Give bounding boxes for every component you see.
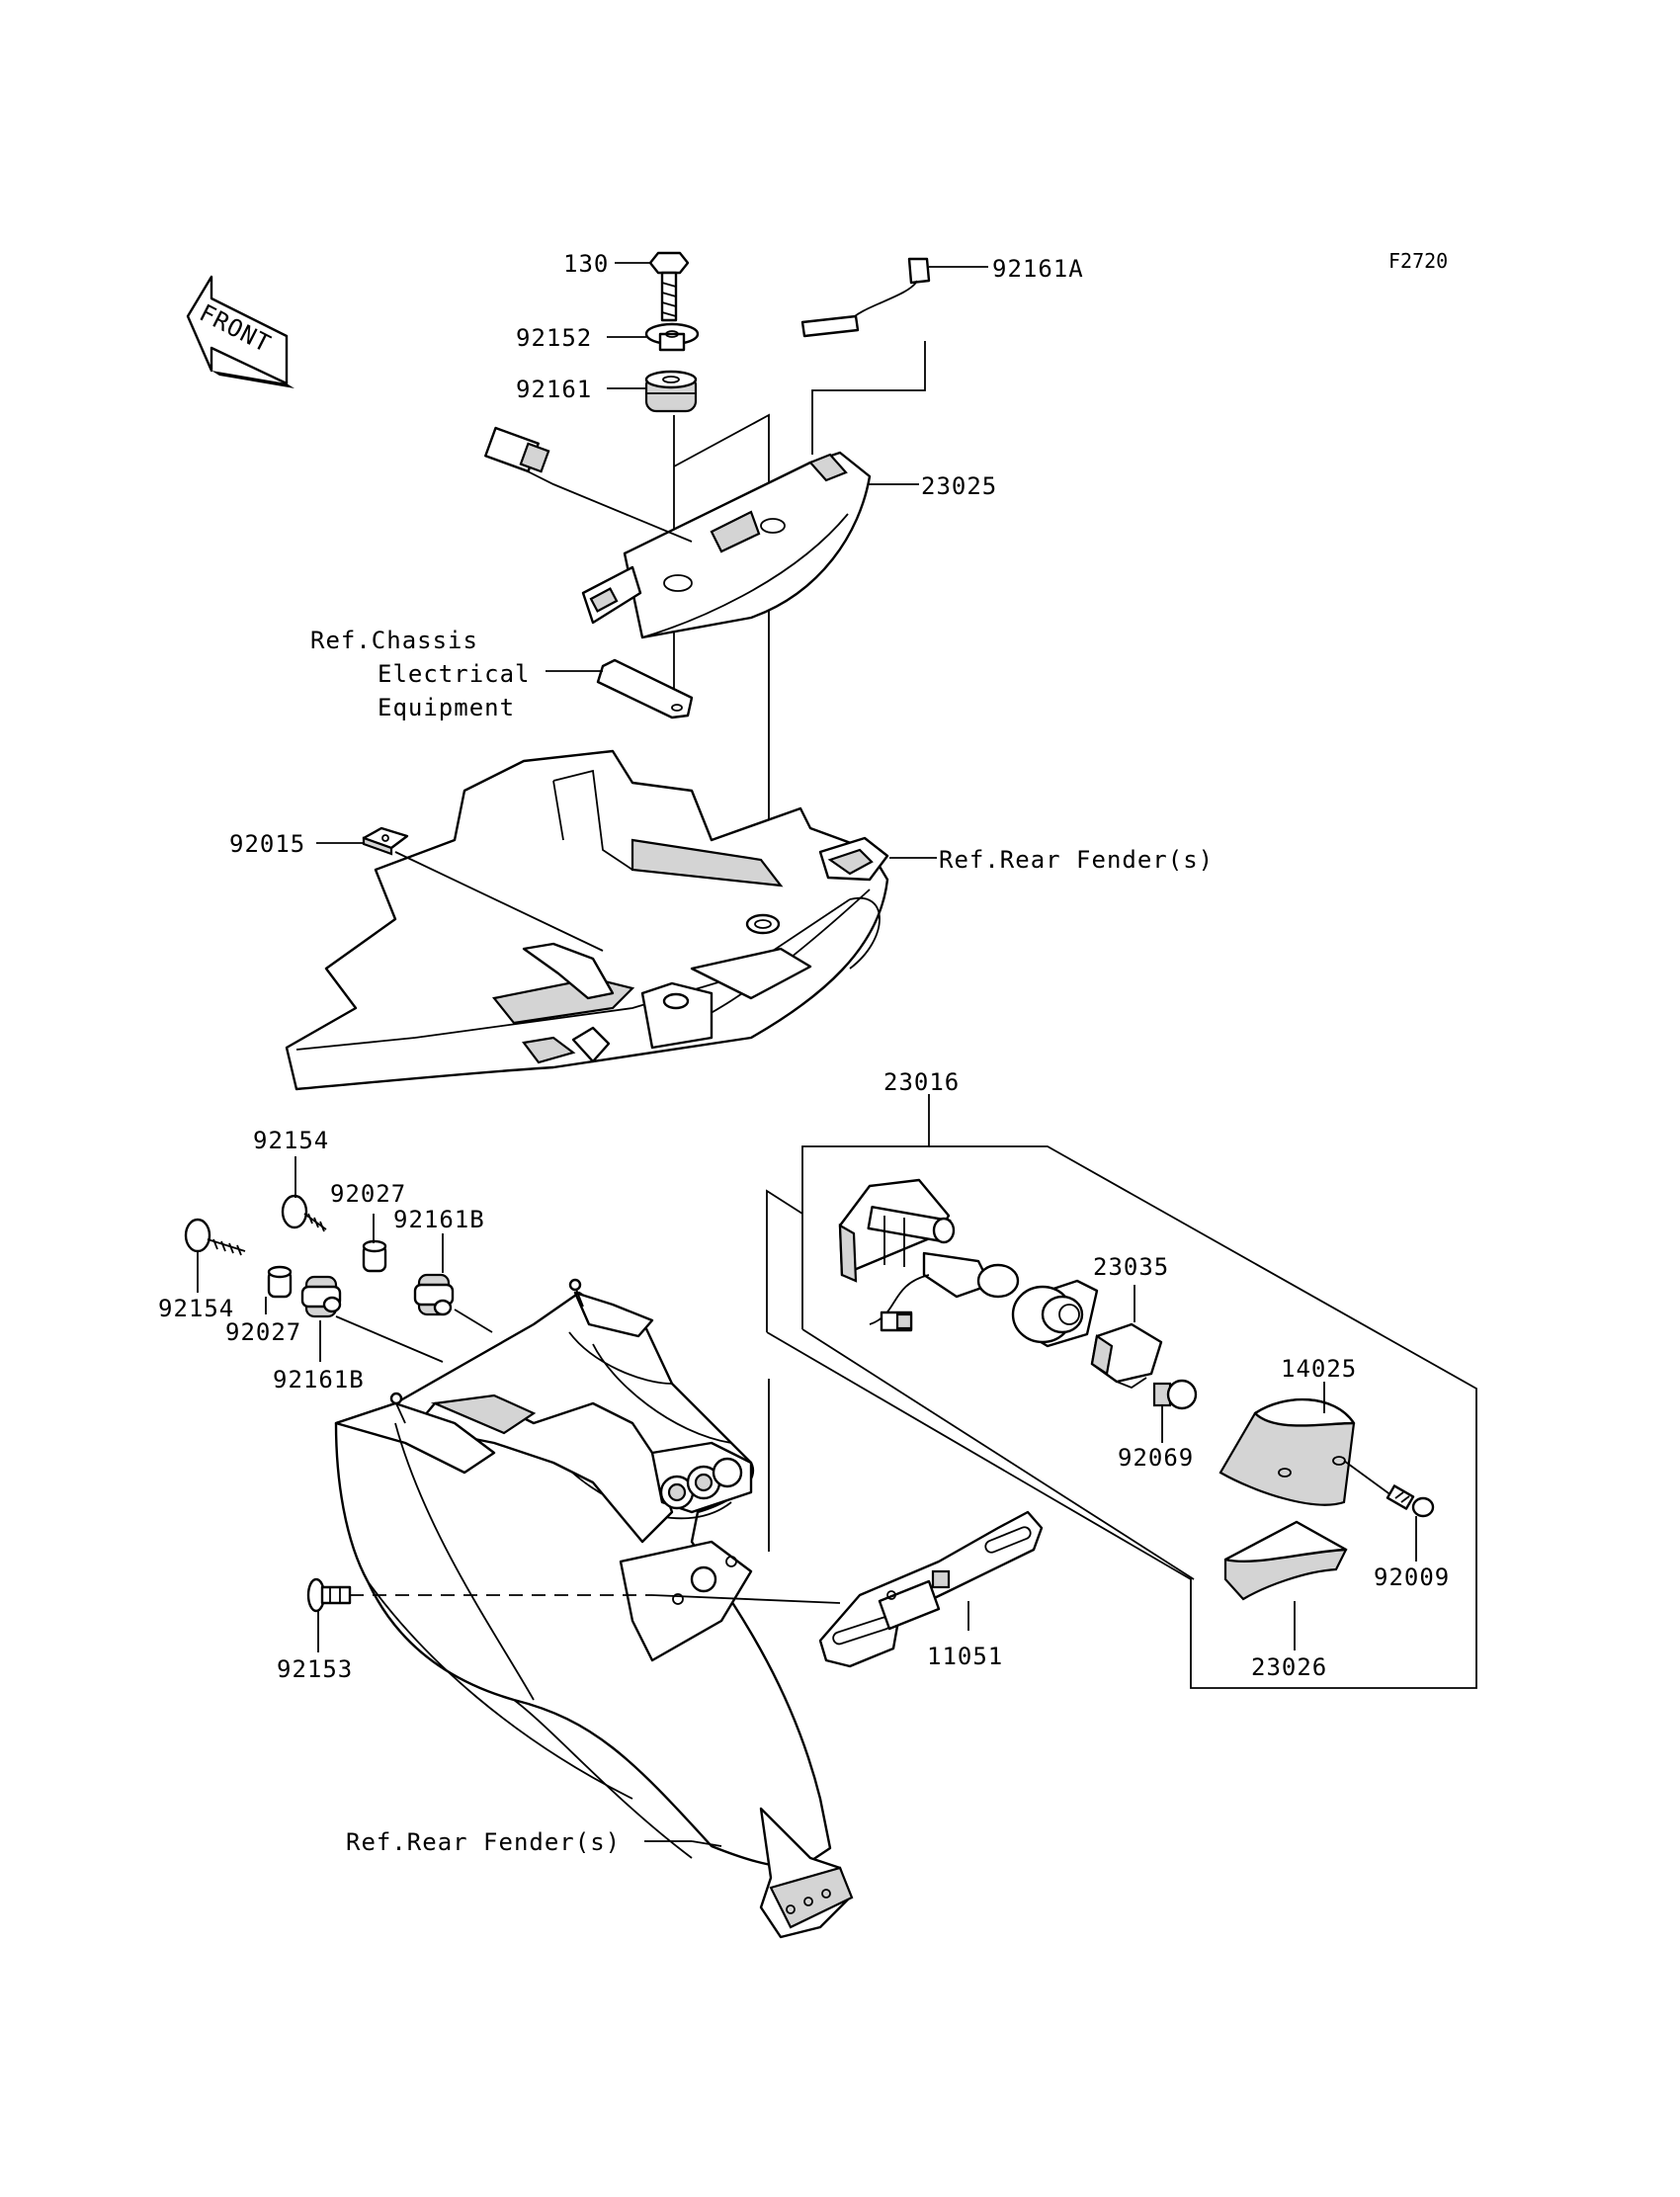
bulb-92069 (1152, 1379, 1198, 1410)
label-92161: 92161 (516, 376, 592, 403)
label-ref-chassis-3: Equipment (378, 694, 515, 721)
label-ref-rear-fender-lower: Ref.Rear Fender(s) (346, 1828, 621, 1856)
nut-92015 (362, 826, 409, 856)
label-ref-chassis-2: Electrical (378, 660, 531, 688)
clip-23035 (1090, 1322, 1163, 1390)
bolt-130 (648, 251, 690, 322)
collar-92027-top (362, 1239, 387, 1273)
label-ref-rear-fender-upper: Ref.Rear Fender(s) (939, 846, 1214, 874)
screw-92154-top (281, 1194, 327, 1232)
label-92015: 92015 (229, 830, 305, 858)
label-92161B-left: 92161B (273, 1366, 365, 1394)
screw-92009 (1343, 1460, 1435, 1518)
label-ref-chassis-1: Ref.Chassis (310, 627, 478, 654)
bracket-11051 (818, 1510, 1044, 1668)
label-11051: 11051 (927, 1643, 1003, 1670)
label-92153: 92153 (277, 1655, 353, 1683)
wire-92161A (800, 257, 931, 338)
socket-assembly-23016 (838, 1178, 1020, 1332)
screw-92154-left (184, 1218, 246, 1256)
socket-23035 (1011, 1279, 1099, 1348)
label-14025: 14025 (1281, 1355, 1357, 1383)
bolt-92153 (306, 1577, 352, 1613)
strap-ref-chassis (596, 658, 694, 719)
tail-light-23025 (484, 426, 872, 639)
front-arrow-icon: FRONT (186, 275, 294, 388)
diagram-code: F2720 (1388, 249, 1448, 273)
label-23035: 23035 (1093, 1253, 1169, 1281)
rear-fender-lower (334, 1278, 854, 1939)
label-23026: 23026 (1251, 1653, 1327, 1681)
grommet-92161B-left (300, 1275, 342, 1318)
label-92154-top: 92154 (253, 1127, 329, 1154)
label-92161B-top: 92161B (393, 1206, 485, 1233)
label-92069: 92069 (1118, 1444, 1194, 1472)
label-92009: 92009 (1374, 1563, 1450, 1591)
label-92027-left: 92027 (225, 1318, 301, 1346)
label-92027-top: 92027 (330, 1180, 406, 1208)
grommet-92161 (644, 370, 698, 413)
reflector-23026 (1223, 1520, 1348, 1601)
label-130: 130 (563, 250, 609, 278)
label-92152: 92152 (516, 324, 592, 352)
rear-fender-upper (285, 749, 889, 1091)
collar-92027-left (267, 1265, 293, 1299)
label-92161A: 92161A (992, 255, 1084, 283)
lens-14025 (1218, 1397, 1356, 1506)
label-23025: 23025 (921, 472, 997, 500)
label-23016: 23016 (883, 1068, 960, 1096)
grommet-92161B-top (413, 1273, 455, 1316)
label-92154-left: 92154 (158, 1295, 234, 1322)
collar-92152 (644, 322, 700, 352)
